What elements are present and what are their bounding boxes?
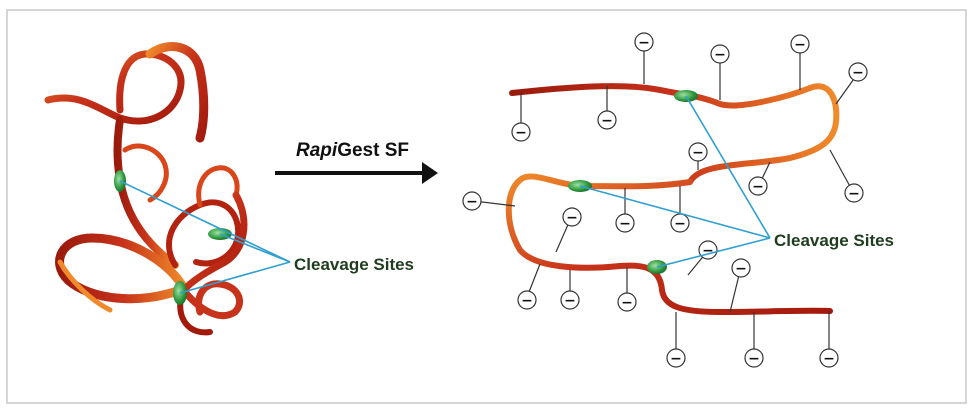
charge-symbol: − (752, 179, 764, 195)
left-leader-lines (119, 180, 291, 294)
right-cleavage-label: Cleavage Sites (774, 231, 894, 250)
charge-circle (511, 122, 531, 142)
charge-symbol: − (619, 216, 631, 232)
charge-symbol: − (638, 35, 650, 51)
charge-symbol: − (521, 293, 533, 309)
reagent-label: RapiGest SF (296, 140, 409, 161)
reaction-arrow (275, 162, 438, 184)
figure-border (6, 9, 967, 404)
charge-circle (731, 258, 751, 278)
charge-circle (634, 32, 654, 52)
charge-symbol: − (702, 243, 714, 259)
charge-circle (562, 207, 582, 227)
charge-circle (617, 292, 637, 312)
charge-symbol: − (794, 37, 806, 53)
charge-circle (748, 176, 768, 196)
charge-circle (517, 290, 537, 310)
charge-circle (848, 62, 868, 82)
charge-symbol: − (674, 216, 686, 232)
charge-symbol: − (735, 261, 747, 277)
charge-circle (844, 183, 864, 203)
right-leader-lines (579, 95, 771, 268)
charge-symbol: − (848, 186, 860, 202)
charge-circle (462, 191, 482, 211)
charge-circle (790, 34, 810, 54)
charge-circle (710, 44, 730, 64)
charge-symbol: − (466, 194, 478, 210)
reagent-rest: Gest SF (337, 140, 409, 161)
charge-symbol: − (692, 145, 704, 161)
charge-symbol: − (566, 210, 578, 226)
charge-circle (666, 348, 686, 368)
reagent-italic: Rapi (296, 140, 338, 161)
charge-circle (819, 348, 839, 368)
charge-symbol: − (714, 47, 726, 63)
charge-symbol: − (564, 293, 576, 309)
charge-circle (744, 348, 764, 368)
left-cleavage-label: Cleavage Sites (294, 255, 414, 274)
charge-symbol: − (621, 295, 633, 311)
charge-symbol: − (515, 125, 527, 141)
charge-circle (615, 213, 635, 233)
charge-symbol: − (601, 113, 613, 129)
charge-circle (597, 110, 617, 130)
charge-circle (688, 142, 708, 162)
charge-symbol: − (670, 351, 682, 367)
charge-markers: −−−−−−−−−−−−−−−−−−−−− (462, 32, 868, 368)
charge-circle (560, 290, 580, 310)
charge-symbol: − (748, 351, 760, 367)
charge-symbol: − (852, 65, 864, 81)
charge-symbol: − (823, 351, 835, 367)
